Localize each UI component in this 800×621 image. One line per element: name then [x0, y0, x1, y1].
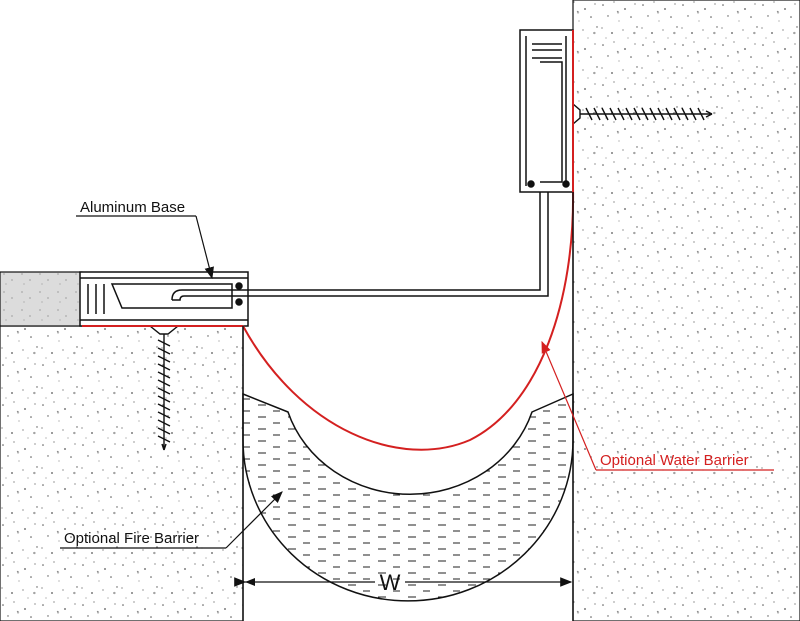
right-concrete-wall — [572, 0, 800, 621]
fire-barrier-callout: Optional Fire Barrier — [60, 491, 283, 549]
left-concrete-slab — [0, 325, 244, 621]
fire-barrier — [242, 392, 574, 602]
water-barrier-callout: Optional Water Barrier — [541, 340, 774, 471]
water-barrier — [82, 30, 575, 451]
aluminum-base — [79, 271, 249, 327]
fire-barrier-label: Optional Fire Barrier — [64, 530, 199, 547]
wall-receiver — [519, 29, 574, 193]
aluminum-base-callout: Aluminum Base — [76, 199, 214, 280]
aluminum-base-label: Aluminum Base — [80, 199, 185, 216]
width-label: W — [380, 570, 401, 595]
floor-covering — [0, 271, 83, 327]
water-barrier-label: Optional Water Barrier — [600, 452, 749, 469]
width-dimension: W — [234, 570, 573, 595]
